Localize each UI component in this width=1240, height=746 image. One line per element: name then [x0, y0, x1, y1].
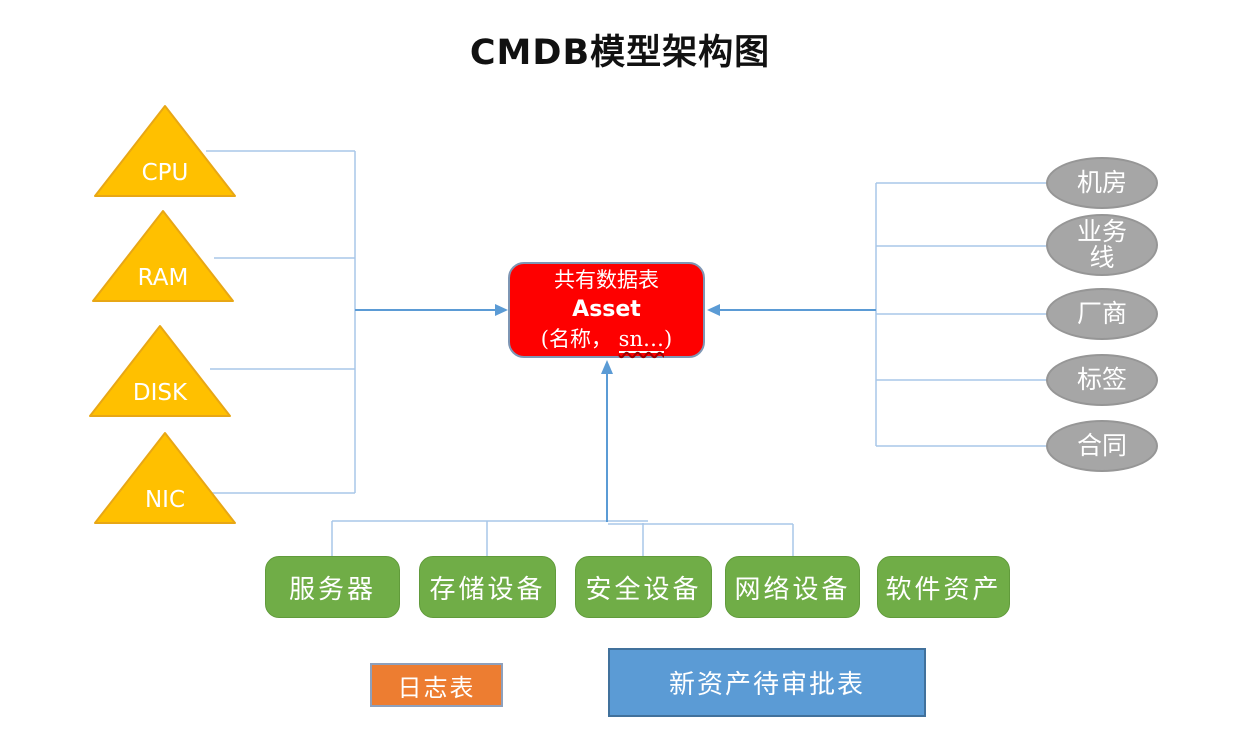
triangle-cpu: CPU	[92, 103, 238, 199]
left-arrowhead-icon	[495, 304, 508, 316]
triangle-shape-icon	[89, 325, 231, 417]
triangle-shape-icon	[94, 105, 236, 197]
asset-fields: (名称， sn…)	[541, 325, 672, 354]
asset-type-storage-device: 存储设备	[419, 556, 556, 618]
shared-data-table-box: 共有数据表 Asset (名称， sn…)	[508, 262, 705, 358]
diagram-title: CMDB模型架构图	[469, 33, 771, 73]
asset-fields-suffix: )	[663, 327, 673, 352]
right-tree-connector	[875, 182, 1048, 447]
bottom-tree-connector	[331, 520, 794, 556]
asset-type-network-device: 网络设备	[725, 556, 860, 618]
ellipse-machine-room: 机房	[1046, 157, 1158, 209]
ellipse-tag: 标签	[1046, 354, 1158, 406]
asset-type-server: 服务器	[265, 556, 400, 618]
triangle-cpu-label: CPU	[141, 160, 189, 186]
triangle-disk: DISK	[87, 323, 233, 419]
log-table-box: 日志表	[370, 663, 503, 707]
asset-name: Asset	[572, 296, 641, 322]
asset-type-security-device: 安全设备	[575, 556, 712, 618]
triangle-ram: RAM	[90, 208, 236, 304]
asset-fields-sn: sn…	[618, 327, 664, 354]
ellipse-vendor: 厂商	[1046, 288, 1158, 340]
triangle-shape-icon	[94, 432, 236, 524]
triangle-nic-label: NIC	[144, 487, 186, 513]
asset-type-software-asset: 软件资产	[877, 556, 1010, 618]
shared-data-table-title: 共有数据表	[554, 267, 659, 292]
asset-fields-prefix: (名称，	[540, 327, 619, 352]
right-arrowhead-icon	[707, 304, 720, 316]
new-asset-approval-table-box: 新资产待审批表	[608, 648, 926, 717]
ellipse-contract: 合同	[1046, 420, 1158, 472]
triangle-shape-icon	[92, 210, 234, 302]
triangle-nic: NIC	[92, 430, 238, 526]
bottom-arrowhead-icon	[601, 360, 613, 374]
triangle-ram-label: RAM	[137, 265, 189, 291]
triangle-disk-label: DISK	[132, 380, 188, 406]
ellipse-business-line: 业务线	[1046, 214, 1158, 276]
